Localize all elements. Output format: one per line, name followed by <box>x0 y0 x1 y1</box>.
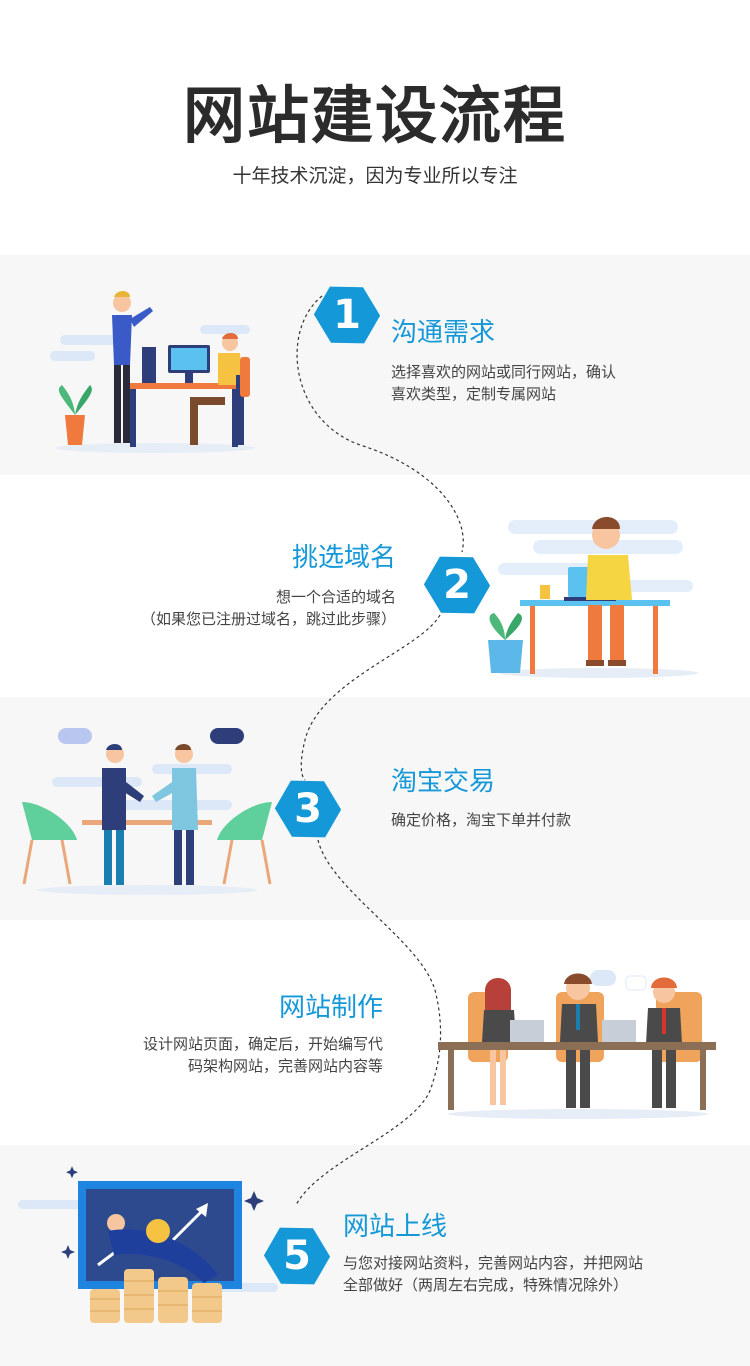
step-1-number: 1 <box>333 292 361 338</box>
step-3-title: 淘宝交易 <box>391 767 496 797</box>
step-5-desc-line1: 与您对接网站资料，完善网站内容，并把网站 <box>343 1254 644 1272</box>
illustration-team-meeting <box>438 970 716 1119</box>
step-1-hex: 1 <box>312 280 382 350</box>
illustration-office-discussion <box>50 291 255 453</box>
step-1-title: 沟通需求 <box>391 318 496 348</box>
step-3-desc-line1: 确定价格，淘宝下单并付款 <box>391 811 572 829</box>
page-subtitle: 十年技术沉淀，因为专业所以专注 <box>232 165 518 187</box>
step-4-desc-line2: 码架构网站，完善网站内容等 <box>187 1057 383 1075</box>
step-2-desc-line1: 想一个合适的域名 <box>275 588 396 606</box>
illustration-laptop-worker <box>488 517 698 678</box>
illustration-handshake <box>22 728 272 895</box>
step-5-number: 5 <box>283 1233 311 1279</box>
step-5-title: 网站上线 <box>343 1212 448 1242</box>
step-2-hex: 2 <box>422 550 492 620</box>
step-4-title: 网站制作 <box>278 993 383 1023</box>
step-2-desc-line2: （如果您已注册过域名，跳过此步骤） <box>140 610 396 628</box>
step-2-number: 2 <box>443 562 471 608</box>
step-3-number: 3 <box>294 786 322 832</box>
step-1-desc-line2: 喜欢类型，定制专属网站 <box>391 385 557 403</box>
step-2-title: 挑选域名 <box>291 543 396 573</box>
illustration-launch-growth <box>18 1166 278 1323</box>
page-title: 网站建设流程 <box>182 79 567 152</box>
step-5-desc-line2: 全部做好（两周左右完成，特殊情况除外） <box>343 1276 629 1294</box>
step-1-desc-line1: 选择喜欢的网站或同行网站，确认 <box>391 363 617 381</box>
step-3-hex: 3 <box>273 774 343 844</box>
step-5-hex: 5 <box>262 1221 332 1291</box>
header: 网站建设流程 十年技术沉淀，因为专业所以专注 <box>0 0 750 255</box>
step-4-desc-line1: 设计网站页面，确定后，开始编写代 <box>142 1035 383 1053</box>
